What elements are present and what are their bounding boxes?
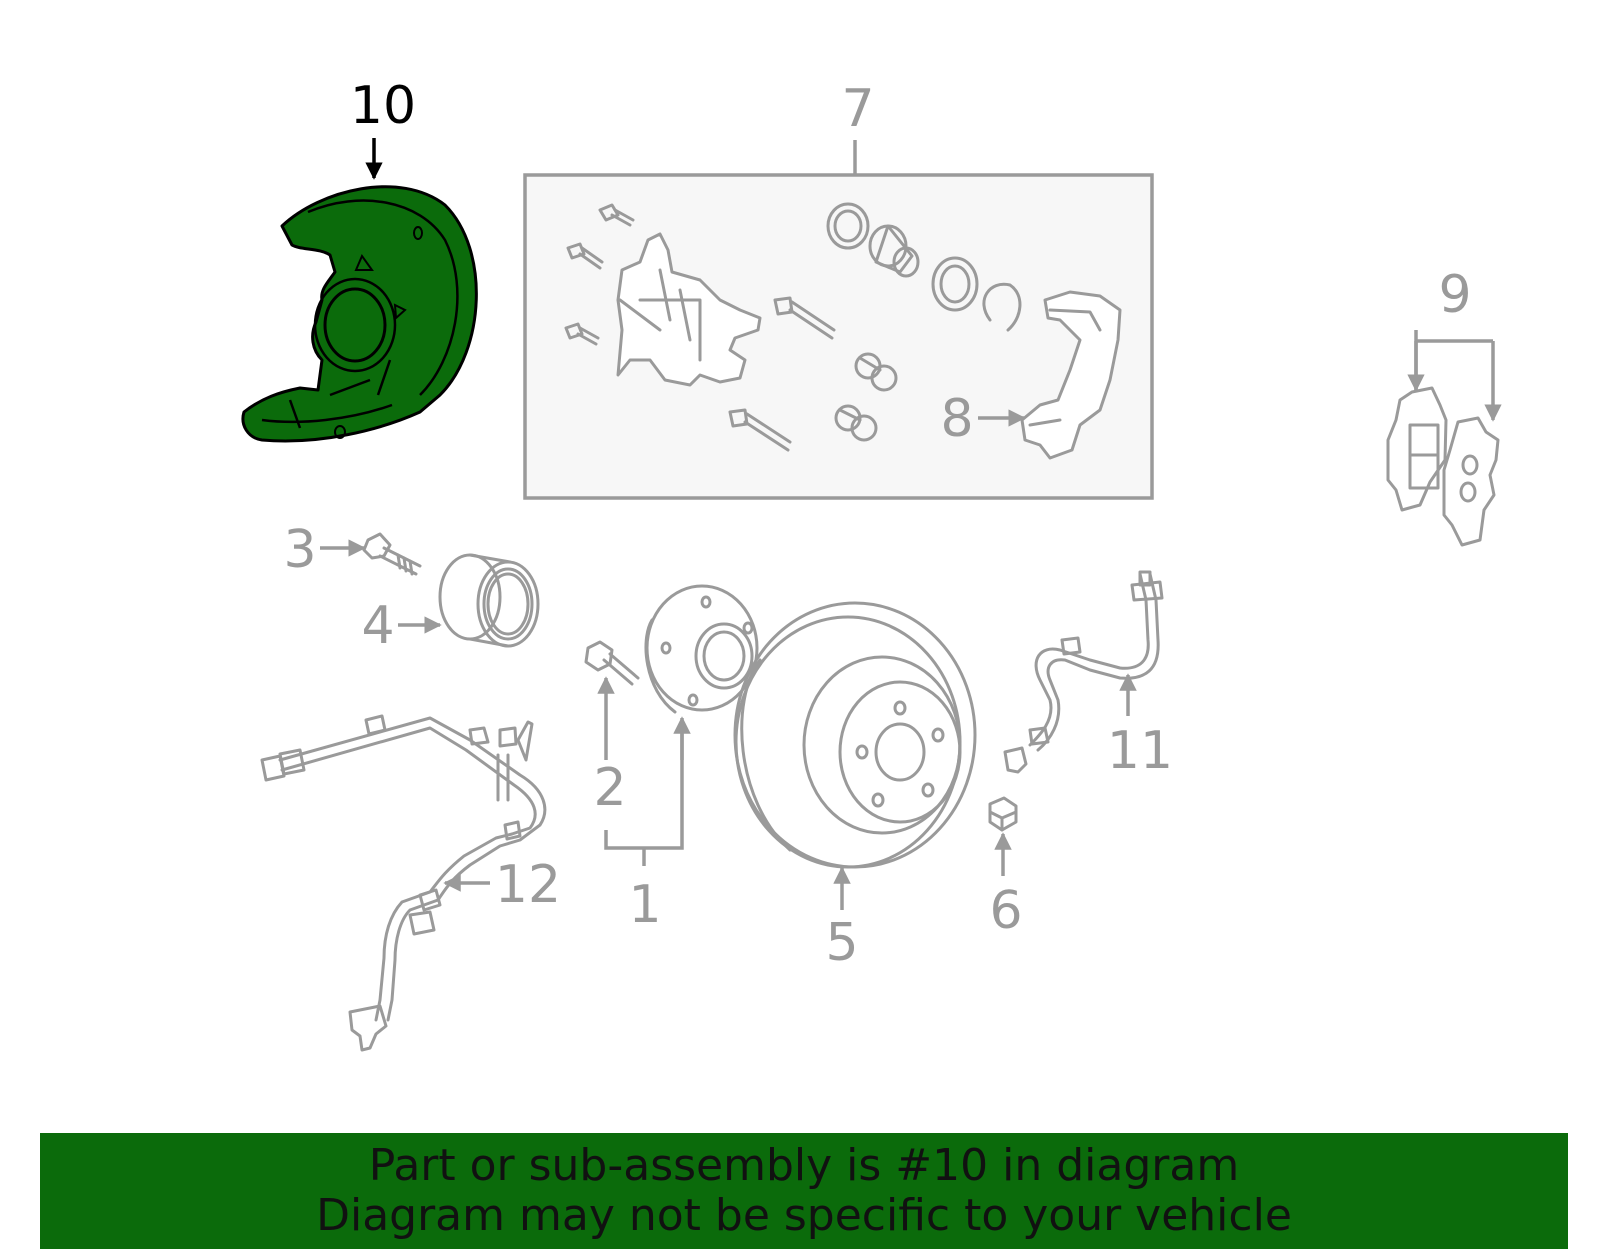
- label-2: 2: [593, 758, 626, 818]
- brake-pads-part-9[interactable]: [1386, 386, 1500, 547]
- dust-shield-part-10[interactable]: [241, 185, 478, 443]
- hub-part-1[interactable]: [644, 584, 759, 714]
- bearing-part-4[interactable]: [438, 553, 540, 648]
- banner-line-2: Diagram may not be specific to your vehi…: [316, 1190, 1292, 1241]
- label-1: 1: [628, 875, 661, 935]
- info-banner: Part or sub-assembly is #10 in diagram D…: [40, 1133, 1568, 1249]
- label-6: 6: [989, 881, 1022, 941]
- label-10: 10: [350, 76, 416, 136]
- label-5: 5: [825, 913, 858, 973]
- label-11: 11: [1107, 721, 1173, 781]
- leader-9-bracket: [1414, 330, 1493, 392]
- rotor-part-5[interactable]: [733, 601, 977, 869]
- label-7: 7: [841, 79, 874, 139]
- brake-hose-part-11[interactable]: [1003, 570, 1164, 774]
- caliper-assembly-part-7[interactable]: [523, 173, 1154, 500]
- label-4: 4: [361, 596, 394, 656]
- label-8: 8: [940, 389, 973, 449]
- banner-line-1: Part or sub-assembly is #10 in diagram: [368, 1140, 1240, 1191]
- label-9: 9: [1438, 265, 1471, 325]
- label-3: 3: [283, 520, 316, 580]
- label-12: 12: [495, 855, 561, 915]
- nut-part-6[interactable]: [988, 796, 1018, 832]
- bolt-part-3[interactable]: [362, 532, 422, 576]
- hub-bolt-part-2[interactable]: [584, 640, 640, 686]
